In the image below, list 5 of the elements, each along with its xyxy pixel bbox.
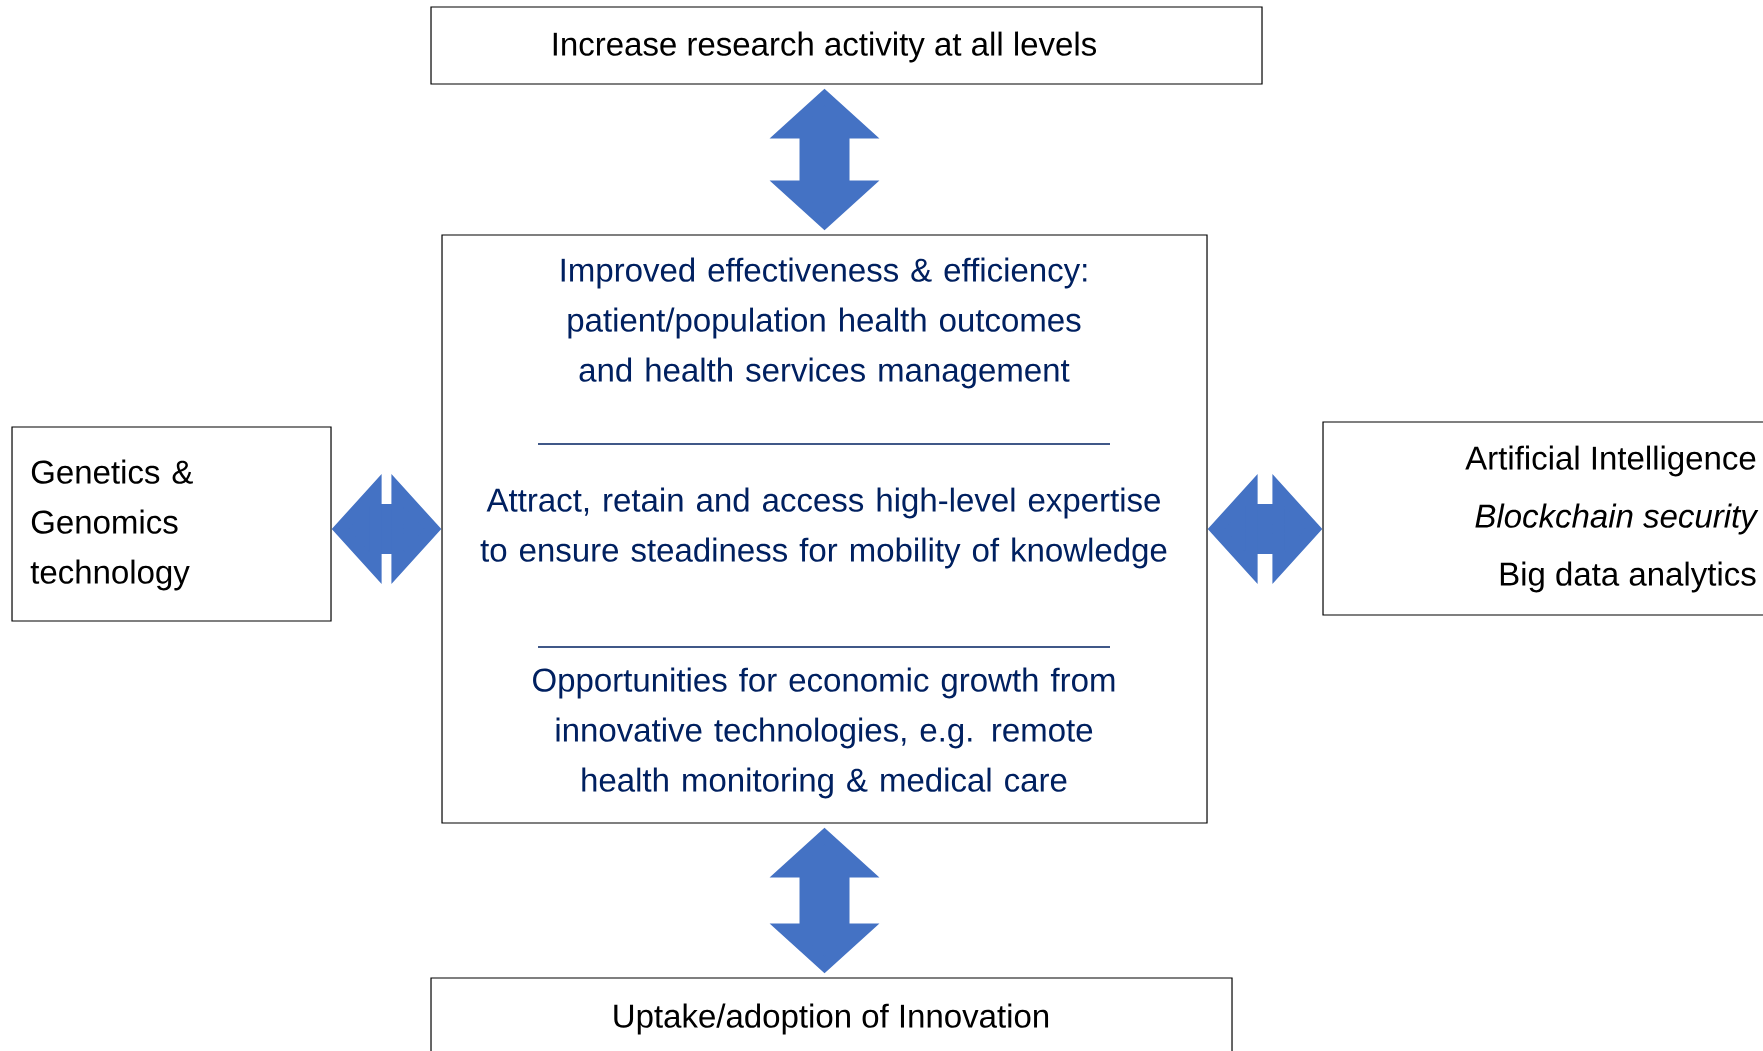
outcomes-box: Improved effectiveness & efficiency: patient/population health outcomes and health services management Attract, retain and access high-level expertise to ensure steadiness for mobility of knowledge Opportunities for economic growth from innovative technologies, e.g. remote health monitoring & medical care xyxy=(441,234,1208,824)
goal-box: Increase research activity at all levels xyxy=(430,6,1263,85)
goal-box: Uptake/adoption of Innovation xyxy=(430,977,1233,1051)
technology-box: Artificial Intelligence Blockchain security Big data analytics xyxy=(1322,421,1763,616)
technology-box: Genetics & Genomics technology xyxy=(11,426,332,622)
